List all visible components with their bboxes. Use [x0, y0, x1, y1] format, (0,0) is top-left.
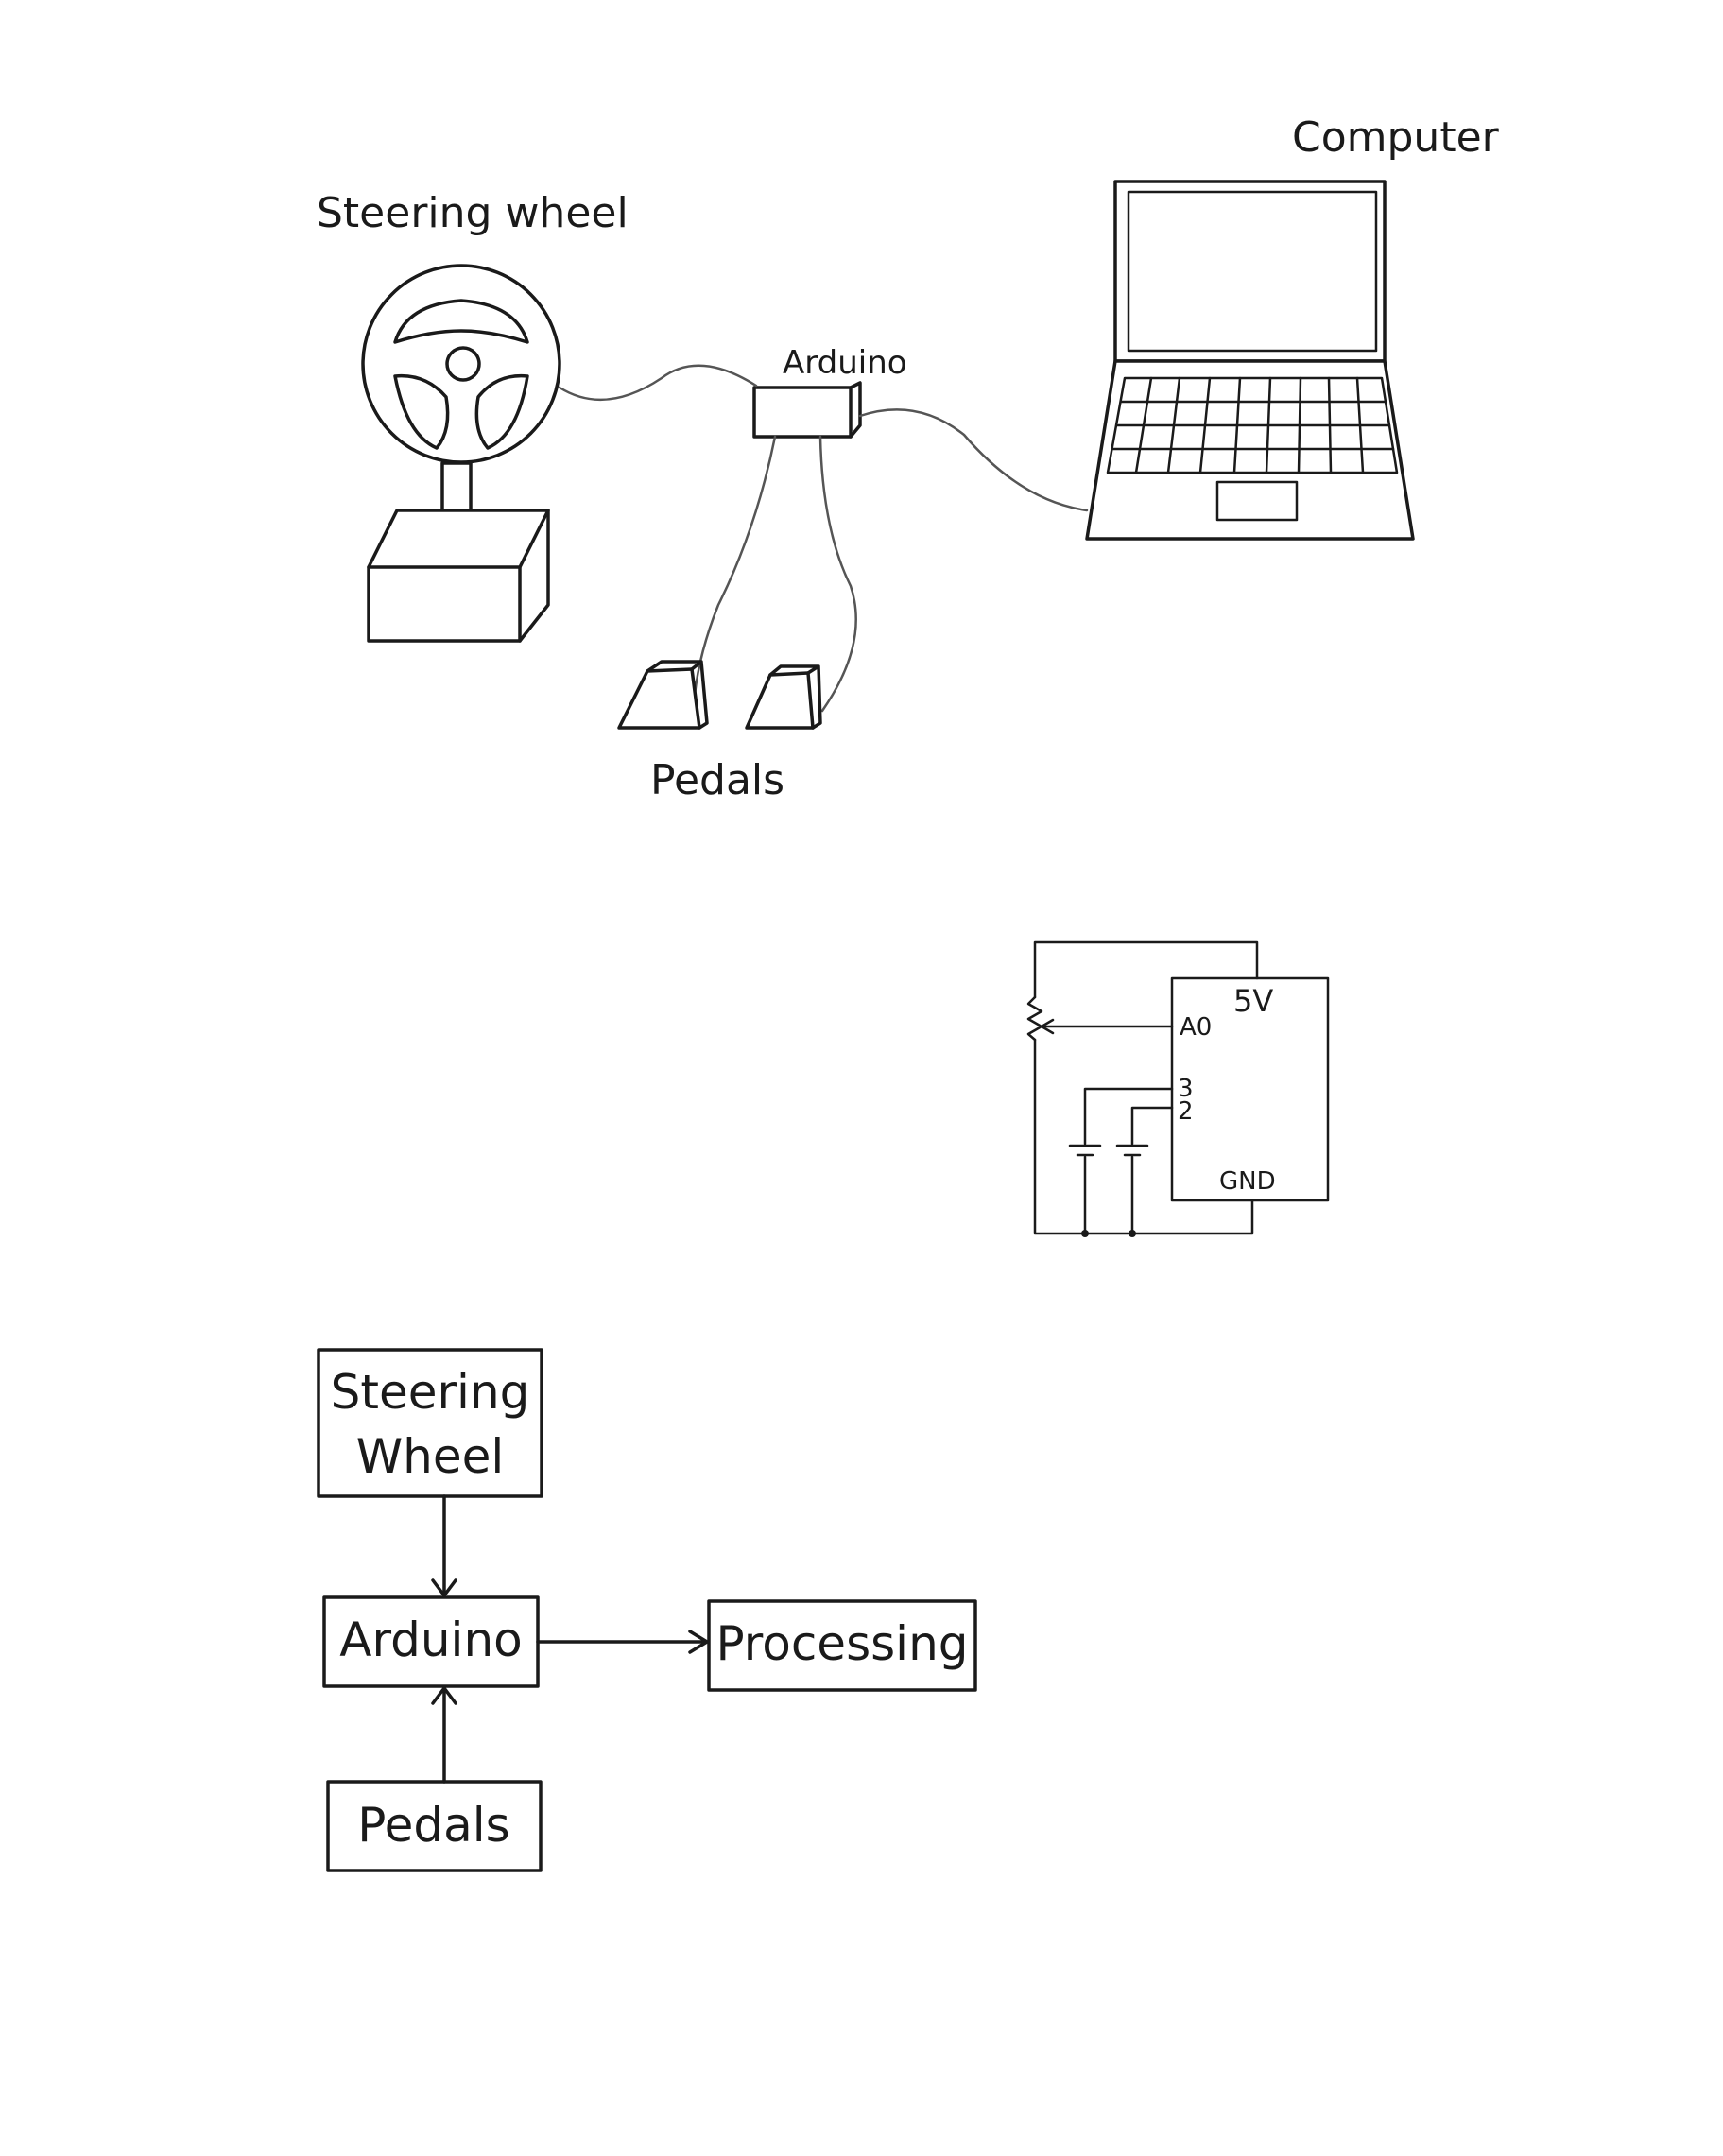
- computer-label: Computer: [1292, 113, 1500, 162]
- pedals-block-label: Pedals: [357, 1798, 509, 1853]
- cable-arduino-to-pedal-right: [818, 435, 857, 713]
- arrow-wheel-to-arduino: [431, 1494, 457, 1597]
- processing-block-label: Processing: [716, 1616, 969, 1671]
- arduino-box-drawing: [752, 381, 862, 439]
- cable-arduino-to-pedal-left: [693, 435, 777, 697]
- steering-wheel-label: Steering wheel: [317, 189, 629, 237]
- cable-arduino-to-computer: [858, 408, 1089, 512]
- pushbutton-pin3: [1068, 1144, 1102, 1157]
- cable-wheel-to-arduino: [558, 364, 758, 402]
- pin-2-label: 2: [1178, 1097, 1194, 1126]
- potentiometer: [1026, 995, 1043, 1042]
- pin-gnd-label: GND: [1219, 1167, 1276, 1196]
- steering-wheel-block-line1: Steering: [331, 1365, 530, 1420]
- arduino-illustration-label: Arduino: [783, 344, 907, 382]
- pin-5v-label: 5V: [1233, 983, 1273, 1019]
- arrow-pedals-to-arduino: [431, 1686, 457, 1784]
- pushbutton-pin2: [1115, 1144, 1149, 1157]
- pedals-illustration-label: Pedals: [650, 756, 784, 804]
- pin-3-label: 3: [1178, 1075, 1194, 1103]
- steering-wheel-block: [317, 1348, 543, 1498]
- pedals-block: [326, 1780, 543, 1872]
- arduino-block-label: Arduino: [339, 1613, 522, 1667]
- steering-wheel-block-line2: Wheel: [356, 1429, 505, 1484]
- steering-wheel-drawing: [361, 264, 561, 643]
- pedals-drawing: [617, 660, 822, 730]
- block-diagram: Steering Wheel Arduino Processing Pedals: [317, 1348, 977, 1872]
- arrow-arduino-to-processing: [536, 1630, 709, 1654]
- hardware-illustration: Steering wheel Arduino Computer: [317, 113, 1500, 804]
- processing-block: [707, 1599, 977, 1692]
- laptop-drawing: [1085, 180, 1415, 541]
- pin-a0-label: A0: [1180, 1013, 1212, 1042]
- circuit-schematic: 5V A0 3 2 GND: [1026, 940, 1330, 1237]
